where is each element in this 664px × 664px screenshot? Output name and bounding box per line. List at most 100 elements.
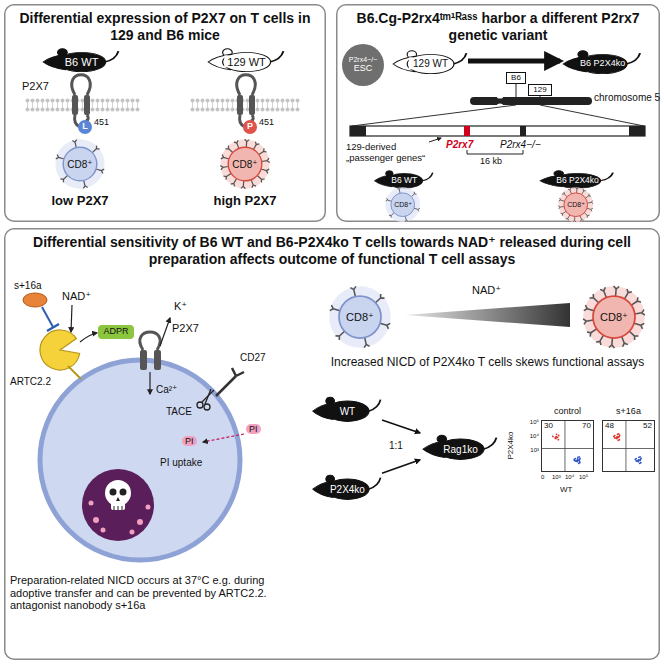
t-cell: CD8⁺ <box>556 185 595 224</box>
node-text: ADPR <box>103 327 128 337</box>
connector-arrow <box>468 59 560 64</box>
label: P2rx7 <box>446 139 473 151</box>
residue-dot: P <box>243 120 257 134</box>
label: 451 <box>259 117 274 127</box>
label: WT <box>560 485 572 494</box>
connector-arrow <box>382 460 420 473</box>
node-text: CD8⁺ <box>67 159 92 170</box>
node-text: CD8⁺ <box>232 159 257 170</box>
t-cell: CD8⁺ <box>45 136 115 192</box>
residue-dot: L <box>78 120 92 134</box>
label: 10⁴ <box>521 433 539 440</box>
node-text: B6 P2X4ko <box>580 59 625 69</box>
label: 0 <box>541 474 544 481</box>
label: ARTC2.2 <box>10 376 51 388</box>
node-text: B6.Cg-P2rx4ᵗᵐ¹ᴿᵃˢˢ harbor a different P2… <box>348 10 648 44</box>
text-holder: CD8⁺ <box>383 185 422 224</box>
node-text: 129 <box>533 86 546 95</box>
text-holder: P2rx4−/−ESC <box>342 44 384 86</box>
node-text: 70 <box>582 422 591 431</box>
stem-cell: P2rx4−/−ESC <box>342 44 384 86</box>
mouse-icon: B6 WT <box>40 44 120 74</box>
mouse-icon: WT <box>310 392 382 424</box>
node-text: control <box>542 407 593 417</box>
mouse-icon: B6 P2X4ko <box>560 46 642 76</box>
strain-box: B6 <box>506 72 526 84</box>
mouse-icon: 129 WT <box>205 44 285 74</box>
label: 1:1 <box>389 440 403 452</box>
label: Preparation-related NICD occurs at 37°C … <box>10 574 305 612</box>
label: PI <box>246 424 261 434</box>
node-text: 48 <box>605 422 614 431</box>
node-text: B6 WT <box>65 56 99 68</box>
text-holder: P <box>243 120 257 134</box>
text-holder: L <box>78 120 92 134</box>
node-text: 129 WT <box>413 58 448 69</box>
text-holder: B6 WT <box>59 52 104 71</box>
node-text: 129 WT <box>227 56 266 68</box>
label: NAD⁺ <box>62 290 91 303</box>
text-holder: CD8⁺ <box>210 136 280 192</box>
label: Increased NICD of P2X4ko T cells skews f… <box>320 356 655 370</box>
text-holder: 129 WT <box>409 54 453 73</box>
node-text: s+16a <box>603 407 654 417</box>
panel: B6.Cg-P2rx4ᵗᵐ¹ᴿᵃˢˢ harbor a different P2… <box>336 4 660 222</box>
label: P2rx4−/− <box>500 139 541 151</box>
label: P2X7 <box>22 80 49 93</box>
node-text: ESC <box>354 64 373 74</box>
label: TACE <box>166 406 192 418</box>
text-holder: B6 P2X4ko <box>580 54 626 73</box>
node-text: B6 <box>511 74 521 83</box>
label: P2X7 <box>172 322 199 335</box>
mouse-icon: B6 WT <box>372 167 434 190</box>
label: PI uptake <box>160 457 202 469</box>
label: CD27 <box>240 352 266 364</box>
mouse-icon: B6 P2X4ko <box>537 167 615 190</box>
node-text: P2rx4−/− <box>349 56 377 64</box>
text-holder: B6 <box>507 73 525 83</box>
adpr-tag: ADPR <box>98 325 134 339</box>
node-text: CD8⁺ <box>394 201 412 209</box>
node-text: L <box>82 122 88 132</box>
label: 129-derived „passenger genes“ <box>346 142 430 164</box>
text-holder: 129 WT <box>224 52 269 71</box>
node-text: B6 P2X4ko <box>556 176 599 185</box>
label: PI <box>182 436 197 446</box>
label: chromosome 5 <box>594 92 660 104</box>
node-text: Differential expression of P2X7 on T cel… <box>16 10 314 44</box>
label: s+16a <box>14 280 42 292</box>
node-text: Differential sensitivity of B6 WT and B6… <box>16 234 648 268</box>
label: 10⁵ <box>579 474 588 481</box>
mouse-icon: 129 WT <box>390 46 468 76</box>
text-holder: CD8⁺ <box>45 136 115 192</box>
text-holder: 129 <box>529 85 551 95</box>
label: 10³ <box>521 447 539 454</box>
panel-3-art <box>23 293 570 560</box>
node-text: 30 <box>544 422 553 431</box>
t-cell: CD8⁺ <box>576 282 652 352</box>
label: 10³ <box>552 474 561 481</box>
panel-1-art <box>25 75 300 127</box>
label: P2X4ko <box>506 432 515 460</box>
node-text: CD8⁺ <box>600 311 628 323</box>
facs-plot: control3070 <box>541 420 594 472</box>
label: K⁺ <box>174 300 187 313</box>
node-text: 52 <box>643 422 652 431</box>
strain-box: 129 <box>528 84 552 96</box>
label: 451 <box>94 117 109 127</box>
text-holder: CD8⁺ <box>556 185 595 224</box>
text-holder: CD8⁺ <box>322 282 398 352</box>
label: high P2X7 <box>185 194 305 209</box>
text-holder: Rag1ko <box>439 439 483 459</box>
label: 16 kb <box>480 156 502 166</box>
connector-arrow <box>382 420 420 433</box>
node-text: P <box>247 122 253 132</box>
node-text: Rag1ko <box>443 444 477 455</box>
node-text: P2X4ko <box>330 484 365 495</box>
node-text: CD8⁺ <box>567 201 585 209</box>
text-holder: B6 WT <box>387 173 422 188</box>
text-holder: CD8⁺ <box>576 282 652 352</box>
label: NAD⁺ <box>472 284 501 297</box>
text-holder: WT <box>327 401 367 421</box>
mouse-icon: Rag1ko <box>420 430 498 462</box>
